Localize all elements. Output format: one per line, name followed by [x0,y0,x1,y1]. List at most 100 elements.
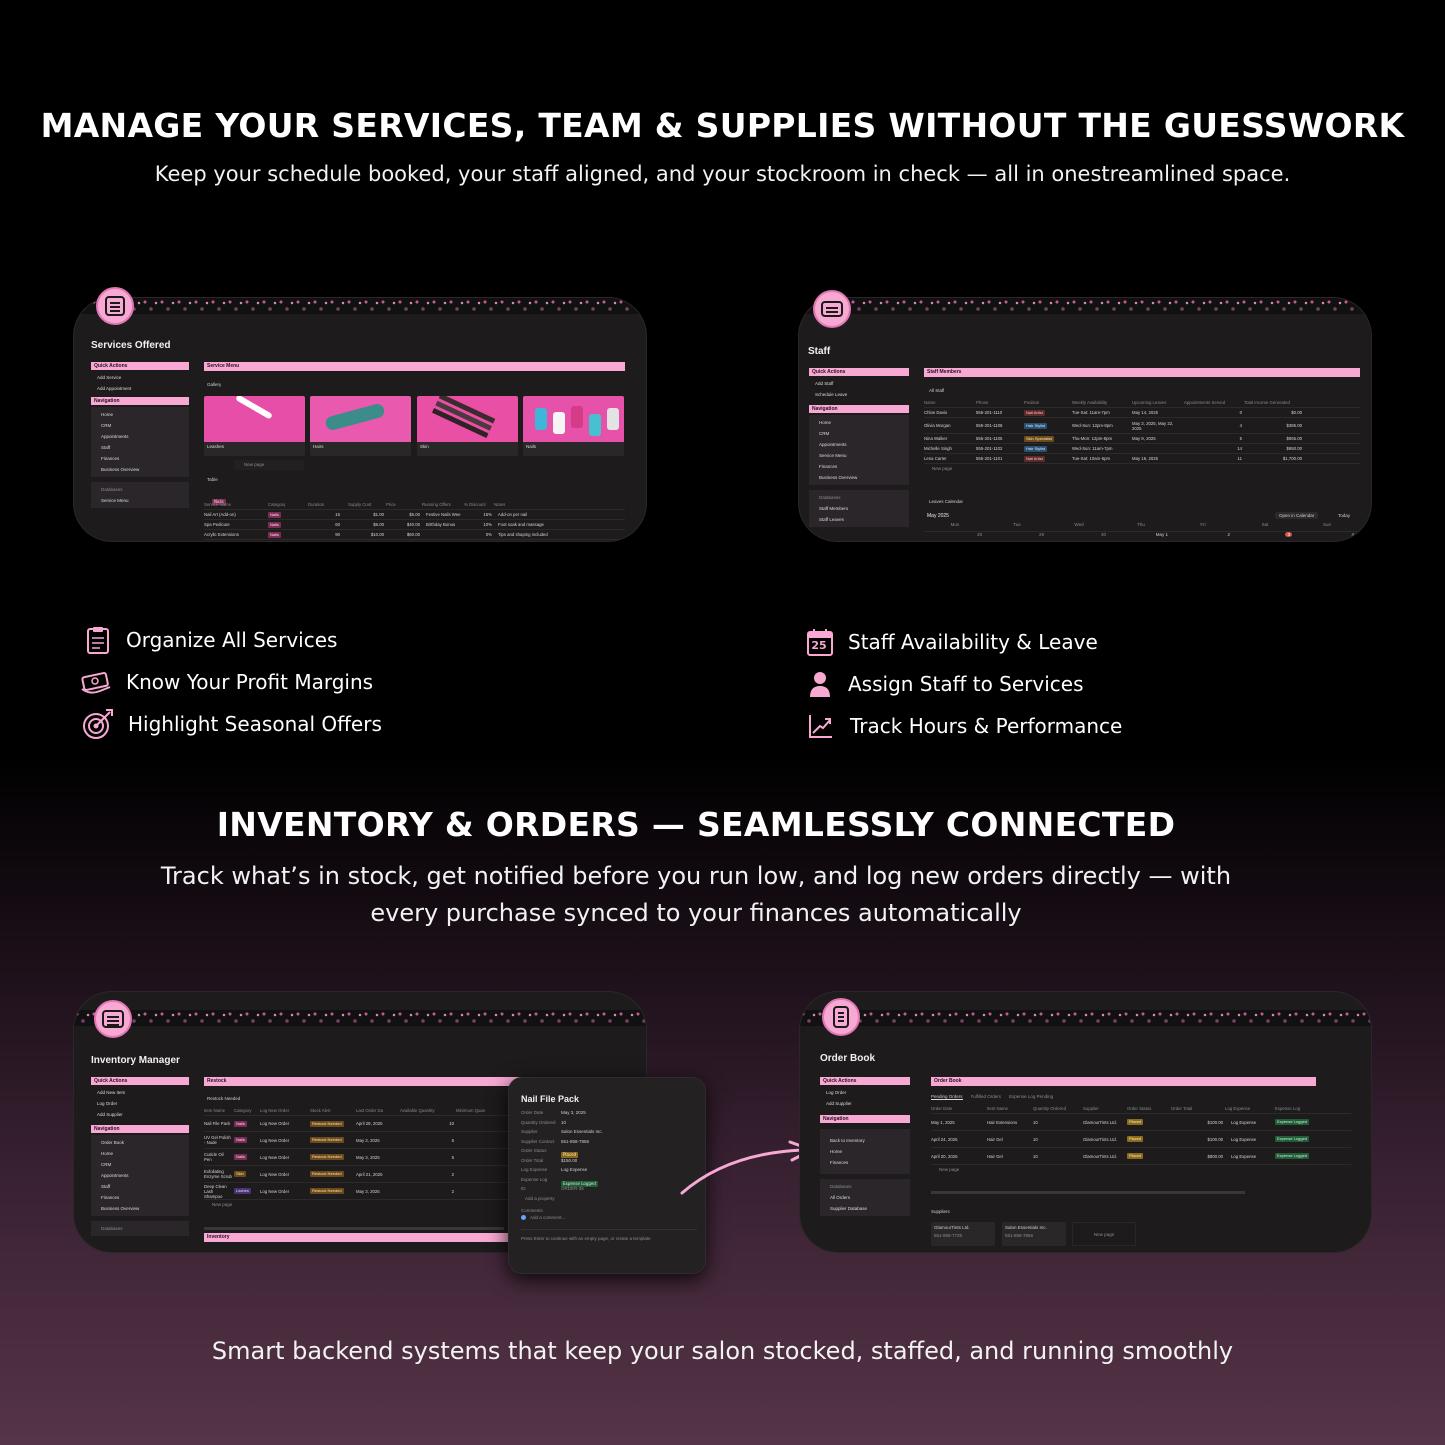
table-row[interactable]: April 24, 2025 Hair Gel 10 GlamourTints … [931,1131,1351,1148]
panel-title: Order Book [820,1053,876,1064]
db-supplier-database[interactable]: Supplier Database [830,1206,868,1211]
weekday: Thu [1137,522,1145,527]
table-row[interactable]: Lena Carter 555-201-1101 Nail Artist Tue… [924,454,1360,464]
table-row[interactable]: Cuticle Oil Pen Nails Log New Order Rest… [204,1149,625,1166]
new-page-button[interactable]: New page [939,1167,960,1172]
add-appointment-button[interactable]: Add Appointment [97,386,132,391]
tab-pending-orders[interactable]: Pending Orders [931,1094,963,1100]
table-row[interactable]: Chloe Davis 555-201-1110 Nail Artist Tue… [924,408,1360,418]
table-row[interactable]: Spa Pedicure Nails 60 $6.00 $40.00 Birth… [204,520,625,530]
open-in-calendar-button[interactable]: Open in Calendar [1275,512,1319,519]
supplier-card[interactable]: Salon Essentials Inc. 551-858-7856 [1002,1222,1066,1246]
db-all-orders[interactable]: All Orders [830,1195,851,1200]
today-button[interactable]: Today [1338,513,1351,518]
headline-inventory: INVENTORY & ORDERS — SEAMLESSLY CONNECTE… [216,805,1176,844]
table-row[interactable]: Olivia Morgan 555-201-1108 Hair Stylist … [924,418,1360,434]
nav-home[interactable]: Home [101,412,114,417]
weekday: Mon [950,522,960,527]
add-staff-button[interactable]: Add Staff [815,381,834,386]
calendar-day[interactable]: 28 [976,532,982,537]
log-order-button[interactable]: Log Order [97,1101,118,1106]
scrollbar[interactable] [931,1191,1245,1194]
nav-staff[interactable]: Staff [101,445,111,450]
nav-home[interactable]: Home [101,1151,114,1156]
add-comment-input[interactable]: Add a comment... [530,1215,566,1220]
nav-crm[interactable]: CRM [101,423,112,428]
new-supplier-button[interactable]: New page [1072,1222,1136,1246]
table-row[interactable]: Nail File Pack Nails Log New Order Resto… [204,1116,625,1132]
gallery-card-lashes[interactable]: Leashes [204,396,305,456]
calendar-day[interactable]: 29 [1038,532,1044,537]
navigation-header: Navigation [820,1115,910,1123]
nav-back-to-inventory[interactable]: Back to Inventory [830,1138,865,1143]
nav-appointments[interactable]: Appointments [819,442,847,447]
nav-appointments[interactable]: Appointments [101,434,129,439]
nav-appointments[interactable]: Appointments [101,1173,129,1178]
nav-business-overview[interactable]: Business Overview [101,467,140,472]
calendar-day[interactable]: 30 [1100,532,1106,537]
nav-business-overview[interactable]: Business Overview [819,475,858,480]
log-order-button[interactable]: Log Order [826,1090,847,1095]
new-page-button[interactable]: New page [234,460,304,470]
add-supplier-button[interactable]: Add Supplier [826,1101,852,1106]
db-staff-members[interactable]: Staff Members [819,506,849,511]
feature-availability: 25 Staff Availability & Leave [806,628,1098,656]
scrollbar[interactable] [204,1227,504,1230]
nav-order-book[interactable]: Order Book [101,1140,125,1145]
subline-inventory-1: Track what’s in stock, get notified befo… [160,862,1232,890]
person-icon [806,670,834,698]
gallery-card-skin[interactable]: Skin [417,396,518,456]
table-row[interactable]: Nina Walker 555-201-1105 Skin Specialist… [924,434,1360,444]
gallery-view-tab[interactable]: Gallery [207,382,222,387]
table-row[interactable]: Nail Art (Add-on) Nails 15 $1.00 $5.00 F… [204,510,625,520]
schedule-leave-button[interactable]: Schedule Leave [815,392,848,397]
nav-service-menu[interactable]: Service Menu [819,453,847,458]
nav-home[interactable]: Home [830,1149,843,1154]
nav-finances[interactable]: Finances [101,1195,120,1200]
supplier-card[interactable]: GlamourTints Ltd. 551-858-7725 [931,1222,995,1246]
calendar-day[interactable]: 4 [1351,532,1354,537]
new-page-button[interactable]: New page [932,466,953,471]
nav-home[interactable]: Home [819,420,832,425]
nav-crm[interactable]: CRM [819,431,830,436]
nav-finances[interactable]: Finances [101,456,120,461]
table-row[interactable]: UV Gel Polish - Nude Nails Log New Order… [204,1132,625,1149]
add-new-item-button[interactable]: Add New Item [97,1090,126,1095]
connector-arrow [680,1140,814,1195]
calendar-day[interactable]: May 1 [1155,532,1168,537]
table-row[interactable]: Exfoliating Enzyme Scrub Skin Log New Or… [204,1166,625,1183]
all-staff-tab[interactable]: All Staff [929,388,945,393]
add-service-button[interactable]: Add Service [97,375,122,380]
table-view-tab[interactable]: Table [207,477,218,482]
tab-expense-log-pending[interactable]: Expense Log Pending [1009,1094,1054,1099]
gallery-card-nails[interactable]: Nails [523,396,624,456]
add-property-button[interactable]: Add a property [525,1195,555,1201]
calendar-icon: 25 [806,628,834,656]
nav-crm[interactable]: CRM [101,1162,112,1167]
table-row[interactable]: Deep Clean Lash Shampoo Lashes Log New O… [204,1183,625,1200]
restock-needed-tab[interactable]: Restock Needed [207,1096,241,1101]
table-row[interactable]: Michelle Singh 555-201-1102 Hair Stylist… [924,444,1360,454]
calendar-day[interactable]: 2 [1227,532,1230,537]
add-supplier-button[interactable]: Add Supplier [97,1112,123,1117]
panel-title: Inventory Manager [91,1055,180,1066]
table-row[interactable]: April 20, 2025 Hair Gel 10 GlamourTints … [931,1148,1351,1165]
nav-business-overview[interactable]: Business Overview [101,1206,140,1211]
table-row[interactable]: May 1, 2025 Hair Extensions 10 GlamourTi… [931,1114,1351,1131]
tab-fulfilled-orders[interactable]: Fulfilled Orders [970,1094,1002,1099]
new-page-button[interactable]: New page [212,1202,233,1207]
panel-title: Services Offered [91,340,171,351]
nav-finances[interactable]: Finances [830,1160,849,1165]
gallery-card-hairs[interactable]: Hairs [310,396,411,456]
navigation-header: Navigation [91,1125,189,1133]
nav-finances[interactable]: Finances [819,464,838,469]
db-service-menu[interactable]: Service Menu [101,498,129,503]
table-row[interactable]: Acrylic Extensions Nails 90 $10.00 $60.0… [204,530,625,540]
comments-label: Comments [521,1207,543,1213]
panel-banner [74,1010,646,1026]
clipboard-icon [96,287,134,325]
db-staff-leaves[interactable]: Staff Leaves [819,517,844,522]
calendar-day-today[interactable]: 3 [1285,532,1292,537]
nav-staff[interactable]: Staff [101,1184,111,1189]
